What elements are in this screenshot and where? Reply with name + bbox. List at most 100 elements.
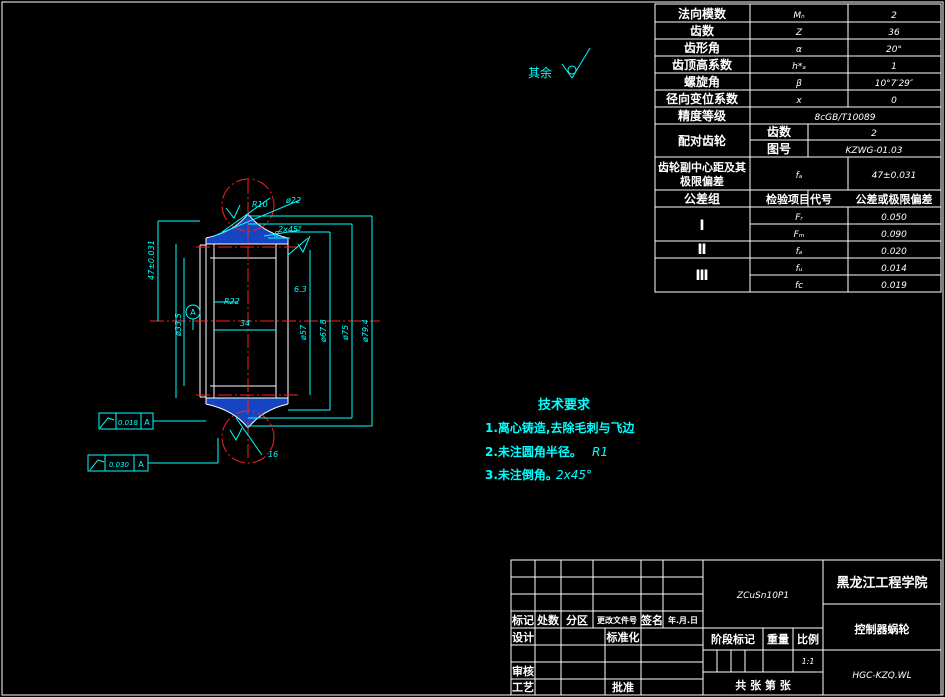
scale-value: 1:1 — [802, 657, 815, 666]
param-symbol-1: Z — [795, 28, 803, 38]
drawing-number: HGC-KZQ.WL — [852, 671, 911, 681]
requirements-title: 技术要求 — [538, 397, 591, 413]
tol1-value: 0.018 — [118, 419, 139, 427]
param-name-1: 齿数 — [690, 23, 715, 38]
dim-r16: 16 — [268, 450, 278, 459]
param-symbol-3: h*ₐ — [792, 62, 806, 72]
mating-label: 配对齿轮 — [678, 133, 727, 148]
param-value-5: 0 — [891, 96, 897, 106]
param-name-5: 径向变位系数 — [666, 91, 739, 106]
center-label-2: 极限偏差 — [680, 174, 724, 188]
approve-label: 批准 — [612, 680, 634, 694]
param-symbol-0: Mₙ — [793, 11, 805, 21]
section-hatch-bottom — [206, 398, 288, 428]
col-sign: 签名 — [640, 613, 663, 627]
requirement-3: 3.未注倒角。 — [485, 467, 558, 482]
param-name-6: 精度等级 — [678, 108, 726, 123]
dim-chamfer: 2x45° — [278, 225, 302, 234]
gear-section-view — [150, 178, 380, 464]
parameter-table — [654, 3, 942, 293]
tol1-datum: A — [144, 418, 150, 427]
group-3: Ⅲ — [695, 268, 708, 284]
dim-d67: ø67.8 — [319, 319, 328, 343]
group-1: Ⅰ — [699, 218, 704, 234]
dim-d57: ø57 — [299, 324, 308, 341]
param-name-4: 螺旋角 — [684, 74, 720, 89]
param-value-4: 10°7′29″ — [875, 79, 914, 89]
standard-label: 标准化 — [606, 630, 640, 644]
param-name-0: 法向模数 — [678, 6, 727, 21]
col-doc: 更改文件号 — [597, 615, 637, 625]
col-mark: 标记 — [511, 613, 534, 627]
design-label: 设计 — [512, 630, 534, 644]
requirement-3-value: 2x45° — [556, 468, 592, 482]
center-symbol: fₐ — [796, 171, 803, 181]
dim-d79: ø79.4 — [361, 319, 370, 343]
sheets-label: 共 张 第 张 — [735, 678, 791, 692]
section-hatch-top — [206, 214, 288, 244]
review-label: 审核 — [512, 664, 534, 678]
mating-teeth-value: 2 — [871, 129, 877, 139]
param-value-0: 2 — [891, 11, 897, 21]
datum-a: A — [190, 308, 196, 317]
col-date: 年.月.日 — [668, 615, 698, 625]
param-name-3: 齿顶高系数 — [672, 57, 733, 72]
header-group: 公差组 — [684, 191, 720, 206]
dim-d75: ø75 — [341, 325, 350, 341]
title-block — [510, 559, 942, 696]
check-symbol-3: fᵤ — [796, 264, 803, 274]
dim-r22: R22 — [224, 297, 240, 306]
check-value-2: 0.020 — [881, 247, 907, 257]
col-zone: 分区 — [566, 613, 588, 627]
check-symbol-2: fₐ — [796, 247, 803, 257]
scale-label: 比例 — [797, 632, 819, 646]
roughness-symbol — [561, 47, 591, 79]
group-2: Ⅱ — [697, 242, 706, 258]
check-value-1: 0.090 — [881, 230, 907, 240]
param-value-1: 36 — [888, 28, 900, 38]
param-value-6: 8cGB/T10089 — [815, 113, 876, 123]
tol2-value: 0.030 — [109, 461, 130, 469]
requirement-2-value: R1 — [592, 445, 608, 459]
dim-center: 47±0.031 — [147, 240, 156, 280]
mating-drawing-value: KZWG-01.03 — [846, 146, 903, 156]
dimension-lines — [87, 197, 373, 472]
header-tolerance: 公差或极限偏差 — [856, 192, 933, 206]
check-symbol-0: Fᵣ — [795, 213, 803, 223]
header-item: 检验项目代号 — [766, 192, 832, 206]
process-label: 工艺 — [512, 680, 534, 694]
center-value: 47±0.031 — [872, 171, 917, 181]
mating-drawing-label: 图号 — [767, 141, 791, 156]
dim-d22: ø22 — [285, 196, 301, 205]
dim-bore: ø33.5 — [174, 313, 183, 337]
param-symbol-4: β — [795, 79, 802, 89]
dim-face: 8 — [274, 230, 279, 239]
requirement-2: 2.未注圆角半径。 — [485, 444, 582, 459]
roughness-label: 其余 — [528, 65, 552, 80]
check-symbol-1: Fₘ — [794, 230, 805, 240]
param-symbol-5: x — [795, 96, 802, 106]
param-value-2: 20° — [886, 45, 902, 55]
param-value-3: 1 — [891, 62, 897, 72]
dim-width: 34 — [240, 319, 250, 328]
check-value-0: 0.050 — [881, 213, 907, 223]
school-name: 黑龙江工程学院 — [836, 575, 927, 591]
mating-teeth-label: 齿数 — [767, 124, 792, 139]
requirement-1: 1.离心铸造,去除毛刺与飞边 — [485, 420, 635, 435]
tol2-datum: A — [138, 460, 144, 469]
weight-label: 重量 — [767, 632, 789, 646]
param-name-2: 齿形角 — [684, 40, 720, 55]
check-symbol-4: fc — [795, 281, 803, 291]
center-label-1: 齿轮副中心距及其 — [658, 160, 746, 174]
part-name: 控制器蜗轮 — [855, 622, 910, 636]
material: ZCuSn10P1 — [736, 591, 789, 601]
param-symbol-2: α — [796, 45, 802, 55]
dim-rough: 6.3 — [294, 285, 307, 294]
col-count: 处数 — [536, 613, 560, 627]
dim-r10: R10 — [252, 200, 268, 209]
stage-label: 阶段标记 — [711, 632, 755, 646]
check-value-3: 0.014 — [881, 264, 907, 274]
check-value-4: 0.019 — [881, 281, 907, 291]
